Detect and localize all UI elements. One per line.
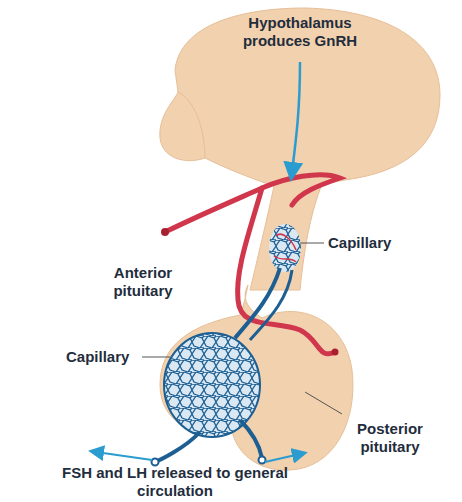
part-label: Capillary: [66, 348, 140, 366]
part-label: Posterior pituitary: [340, 420, 440, 456]
part-label: Capillary: [328, 234, 418, 252]
output-label: FSH and LH released to general circulati…: [60, 464, 290, 500]
title-label: Hypothalamus produces GnRH: [225, 14, 375, 50]
part-label: Anterior pituitary: [88, 264, 198, 300]
